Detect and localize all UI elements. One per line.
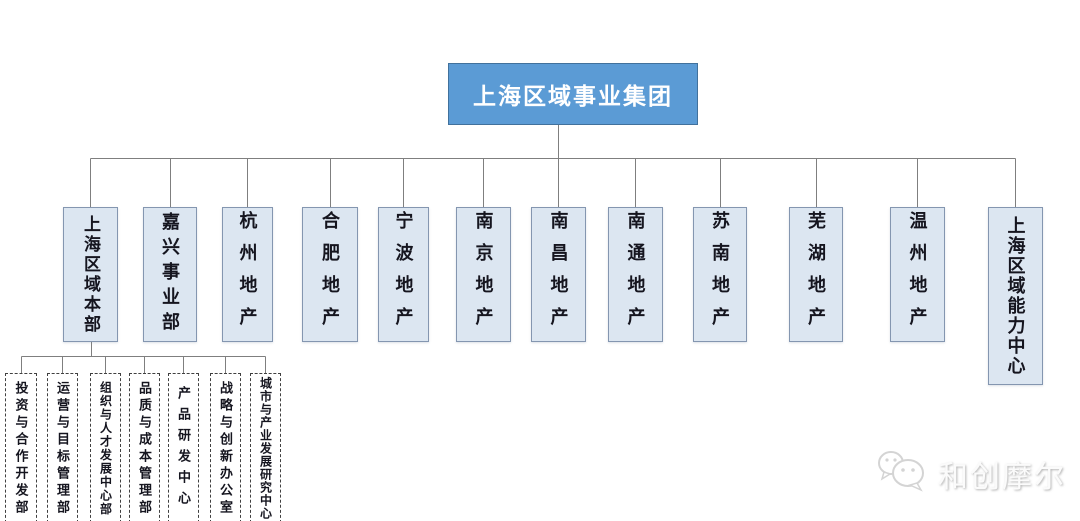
- org-node-label: 南通地产: [625, 210, 646, 339]
- org-node-nanjing: 南京地产: [456, 207, 511, 342]
- org-node-wuhu: 芜湖地产: [789, 207, 843, 342]
- dept-urban-industry-research: 城市与产业发展研究中心: [250, 373, 281, 521]
- org-node-label: 合肥地产: [320, 210, 340, 339]
- dept-label: 城市与产业发展研究中心: [258, 377, 273, 520]
- org-node-capability-center: 上海区域能力中心: [988, 207, 1043, 385]
- dept-strategy-innovation-office: 战略与创新办公室: [210, 373, 241, 521]
- dept-investment-cooperation: 投资与合作开发部: [5, 373, 37, 521]
- dept-product-rd-center: 产品研发中心: [168, 373, 199, 521]
- org-node-label: 南昌地产: [548, 210, 569, 339]
- org-node-label: 上海区域能力中心: [1005, 216, 1026, 376]
- org-node-nanchang: 南昌地产: [531, 207, 586, 342]
- org-node-jiaxing-bu: 嘉兴事业部: [143, 207, 197, 342]
- org-node-root-label: 上海区域事业集团: [473, 83, 673, 109]
- org-node-hefei: 合肥地产: [302, 207, 358, 342]
- dept-label: 投资与合作开发部: [13, 380, 29, 517]
- dept-label: 运营与目标管理部: [55, 380, 70, 517]
- org-node-shanghai-region-hq: 上海区域本部: [63, 207, 118, 342]
- org-node-label: 上海区域本部: [81, 214, 100, 335]
- org-node-root: 上海区域事业集团: [448, 63, 698, 125]
- org-node-label: 温州地产: [907, 210, 928, 339]
- watermark: 和创摩尔: [876, 446, 1066, 501]
- org-node-label: 南京地产: [473, 210, 494, 339]
- org-node-nantong: 南通地产: [608, 207, 663, 342]
- dept-label: 产品研发中心: [176, 385, 191, 512]
- org-node-wenzhou: 温州地产: [890, 207, 945, 342]
- dept-label: 品质与成本管理部: [137, 380, 152, 517]
- org-node-label: 嘉兴事业部: [160, 212, 180, 337]
- dept-quality-cost: 品质与成本管理部: [129, 373, 160, 521]
- watermark-text: 和创摩尔: [938, 460, 1066, 494]
- org-node-label: 芜湖地产: [806, 210, 826, 339]
- dept-label: 组织与人才发展中心部: [98, 381, 113, 516]
- org-node-sunan: 苏南地产: [693, 207, 747, 342]
- org-node-label: 苏南地产: [710, 210, 730, 339]
- dept-label: 战略与创新办公室: [218, 380, 233, 517]
- dept-operations-target: 运营与目标管理部: [47, 373, 78, 521]
- dept-org-talent-center: 组织与人才发展中心部: [90, 373, 121, 521]
- org-node-label: 宁波地产: [393, 210, 414, 339]
- org-node-hangzhou: 杭州地产: [222, 207, 273, 342]
- org-node-ningbo: 宁波地产: [378, 207, 429, 342]
- org-node-label: 杭州地产: [237, 210, 258, 339]
- wechat-logo-icon: [876, 446, 930, 501]
